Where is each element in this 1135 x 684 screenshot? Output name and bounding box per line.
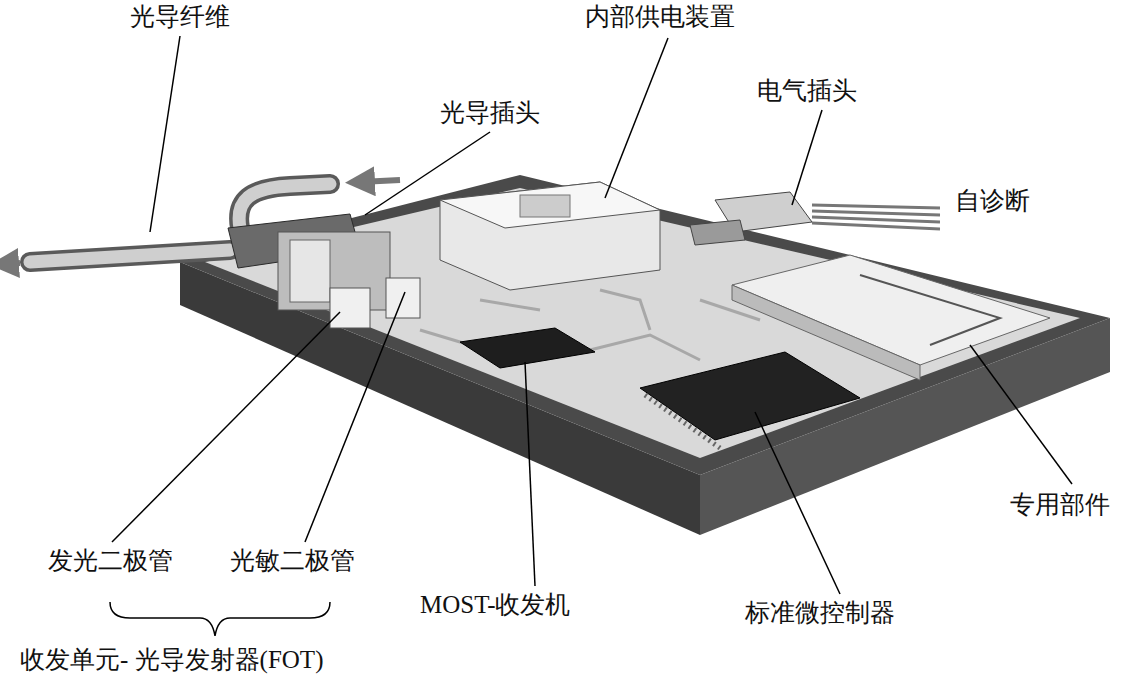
fot-plate <box>290 240 330 302</box>
special-part-mark <box>860 275 1000 345</box>
part-label: 收发单元- 光导发射器(FOT) <box>20 645 323 675</box>
light-out-arrow <box>4 263 20 264</box>
leader-line <box>755 412 840 594</box>
leader-line <box>792 110 822 205</box>
fibre-outer <box>30 250 230 262</box>
power-supply-top <box>440 182 660 228</box>
power-chip <box>520 195 570 217</box>
tray-rim <box>180 175 1110 475</box>
leader-line <box>605 38 668 198</box>
part-label: 内部供电装置 <box>585 2 735 32</box>
connector-strip <box>690 220 745 245</box>
part-label: 专用部件 <box>1010 490 1110 520</box>
plug-pins <box>812 205 940 229</box>
grouping-brace <box>110 602 330 636</box>
leader-line <box>970 345 1072 484</box>
leader-line <box>150 36 180 232</box>
part-label: 标准微控制器 <box>745 598 895 628</box>
part-label: 发光二极管 <box>48 546 173 576</box>
part-label: MOST-收发机 <box>420 590 571 620</box>
fibre-core <box>30 250 230 262</box>
leader-line <box>365 132 490 215</box>
part-label: 电气插头 <box>757 76 857 106</box>
most-chip <box>460 328 595 368</box>
leader-line <box>305 292 405 542</box>
leader-line <box>525 362 535 586</box>
microcontroller-chip <box>640 352 860 440</box>
led-block <box>330 288 370 328</box>
part-label: 光导插头 <box>440 98 540 128</box>
part-label: 光敏二极管 <box>230 546 355 576</box>
leader-line <box>112 312 340 542</box>
chip-pins <box>645 395 720 448</box>
light-in-arrow <box>360 180 400 182</box>
part-label: 自诊断 <box>955 186 1030 216</box>
power-supply <box>440 182 660 290</box>
leader-lines <box>112 36 1072 594</box>
part-label: 光导纤维 <box>130 2 230 32</box>
